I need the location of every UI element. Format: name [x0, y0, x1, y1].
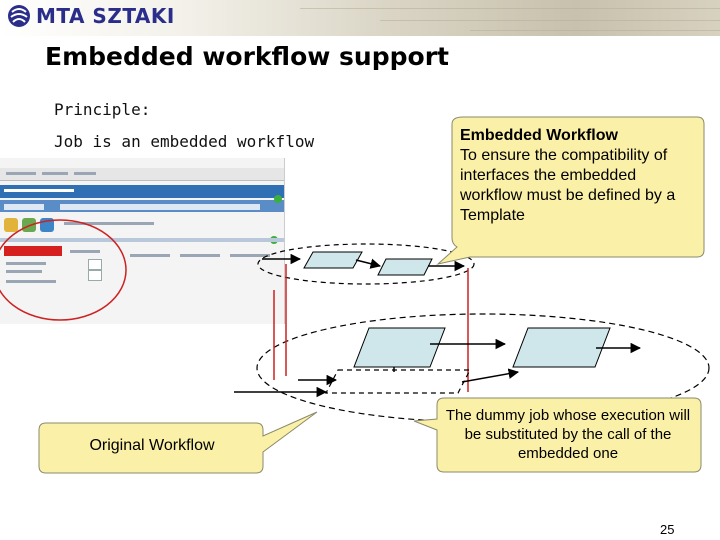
callout-embedded-heading: Embedded Workflow	[460, 127, 618, 144]
template-job-1	[303, 251, 363, 269]
dummy-job	[325, 369, 471, 394]
job-upper-right	[512, 327, 611, 368]
principle-text: Job is an embedded workflow	[54, 132, 315, 151]
callout-embedded-body: To ensure the compatibility of interface…	[460, 147, 676, 224]
callout-embedded-text: Embedded Workflow To ensure the compatib…	[460, 126, 700, 226]
job-upper-center	[353, 327, 446, 368]
header-band	[0, 0, 720, 36]
callout-original-text: Original Workflow	[89, 437, 215, 454]
sztaki-globe-logo-icon	[8, 5, 30, 27]
callout-dummy-text: The dummy job whose execution will be su…	[445, 407, 691, 462]
callout-dummy-bubble	[413, 397, 702, 473]
logo-text: MTA SZTAKI	[36, 4, 175, 28]
template-job-2	[377, 258, 433, 276]
template-ellipse	[257, 243, 475, 285]
logo: MTA SZTAKI	[6, 3, 175, 29]
workflow-screenshot	[0, 158, 285, 324]
slide-title: Embedded workflow support	[45, 42, 449, 71]
callout-original-bubble	[38, 411, 318, 474]
callout-embedded-bubble	[436, 116, 705, 265]
page-number: 25	[660, 522, 675, 537]
highlight-ellipse	[0, 219, 127, 321]
principle-label: Principle:	[54, 100, 151, 119]
